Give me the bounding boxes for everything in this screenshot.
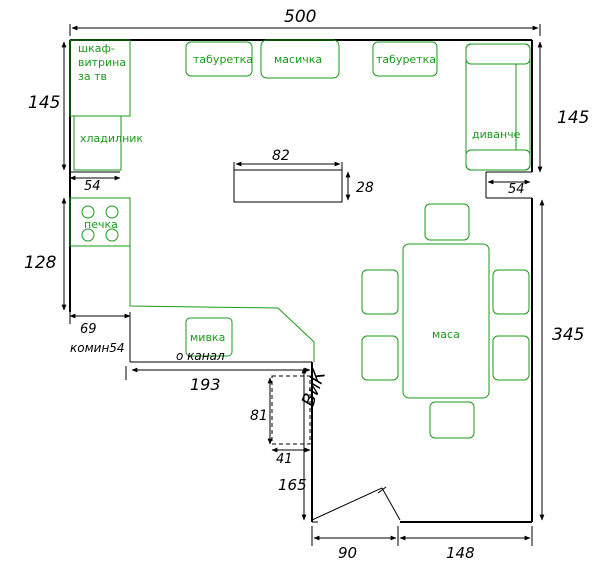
stool-left-rect bbox=[185, 41, 253, 77]
chair-right-1 bbox=[492, 269, 530, 315]
door-leaf bbox=[311, 487, 383, 521]
niche: ВиК 81 41 bbox=[250, 366, 331, 467]
beam-rect bbox=[233, 169, 343, 203]
stool-left-label: табуретка bbox=[193, 53, 253, 66]
coffee-table-label: масичка bbox=[274, 53, 322, 66]
burner-1 bbox=[81, 205, 95, 219]
fridge-rect bbox=[73, 115, 122, 171]
dim-fridge-text: 54 bbox=[84, 179, 101, 194]
stool-right-label: табуретка bbox=[376, 53, 436, 66]
sofa-arm-top bbox=[465, 43, 531, 65]
niche-height-text: 81 bbox=[250, 408, 268, 424]
chimney-text: комин54 bbox=[70, 341, 125, 355]
channel-text: о канал bbox=[176, 349, 225, 363]
dim-left-upper-text: 145 bbox=[28, 93, 60, 113]
niche-width-text: 41 bbox=[276, 452, 293, 467]
fridge-label: хладилник bbox=[80, 132, 143, 145]
stove-label: печка bbox=[84, 218, 118, 231]
burner-2 bbox=[105, 205, 119, 219]
chair-left-2 bbox=[361, 335, 399, 381]
dim-top-text: 500 bbox=[284, 7, 316, 27]
dim-right-upper-text: 145 bbox=[557, 108, 589, 128]
furniture: шкаф- витрина за тв хладилник табуретка … bbox=[69, 39, 531, 439]
dim-right-long-text: 345 bbox=[552, 325, 584, 345]
cabinet-label-1: шкаф- bbox=[78, 42, 115, 55]
dim-sofa-text: 54 bbox=[508, 182, 525, 197]
dining-table-rect bbox=[402, 243, 490, 399]
dim-left-lower-text: 69 bbox=[80, 322, 97, 337]
dim-left-middle-text: 128 bbox=[24, 253, 57, 273]
dining-table-label: маса bbox=[432, 328, 460, 341]
beam-depth-text: 28 bbox=[356, 180, 374, 196]
chair-top bbox=[424, 203, 470, 241]
beam-length-text: 82 bbox=[272, 148, 290, 164]
sofa-label: диванче bbox=[472, 128, 521, 141]
door-jamb bbox=[381, 487, 401, 521]
dim-door-text: 90 bbox=[338, 544, 357, 562]
beam: 82 28 bbox=[233, 148, 374, 203]
stool-right-rect bbox=[372, 41, 438, 77]
dim-bottom-counter-text: 193 bbox=[190, 375, 221, 394]
sink-rect bbox=[185, 317, 233, 357]
chair-left-1 bbox=[361, 269, 399, 315]
dim-bottom-right-text: 148 bbox=[446, 544, 475, 562]
sofa-outer bbox=[465, 43, 531, 171]
sink-label: мивка bbox=[190, 331, 225, 344]
chair-bottom bbox=[429, 401, 475, 439]
dimension-lines: 500 145 145 54 54 128 69 комин54 о канал… bbox=[24, 7, 589, 562]
chair-right-2 bbox=[492, 335, 530, 381]
entry-door bbox=[311, 486, 401, 521]
cabinet-label-3: за тв bbox=[78, 70, 107, 83]
cabinet-label-2: витрина bbox=[78, 56, 126, 69]
niche-label: ВиК bbox=[298, 366, 331, 409]
sofa-arm-bottom bbox=[465, 149, 531, 171]
dim-bottom-left-text: 165 bbox=[278, 476, 307, 494]
coffee-table-rect bbox=[260, 39, 340, 79]
burner-3 bbox=[81, 228, 95, 242]
door-tick bbox=[377, 486, 387, 494]
burner-4 bbox=[105, 228, 119, 242]
